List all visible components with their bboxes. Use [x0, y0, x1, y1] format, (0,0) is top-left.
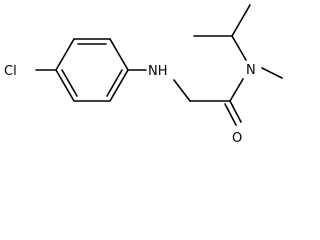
bond-carbonyl-o [229, 100, 242, 123]
ring-bond-5-inner [61, 69, 78, 97]
ring-bond-2 [109, 38, 129, 71]
bond-n-methyl [261, 67, 283, 79]
ring-bond-3-inner [106, 69, 123, 97]
bond-n-isopropyl [231, 35, 247, 61]
amide-nitrogen-label: N [246, 63, 256, 78]
ring-bond-5 [55, 69, 75, 102]
carbonyl-oxygen-label: O [232, 131, 242, 146]
amine-label: NH [148, 64, 168, 79]
ring-bond-6 [55, 38, 75, 71]
chlorine-label: Cl [4, 64, 17, 79]
bond-nh-ch2 [173, 79, 191, 102]
bond-isopropyl-methyl-right [231, 4, 251, 37]
bond-carbonyl-n [229, 78, 244, 102]
chemical-structure: Cl NH N O [4, 4, 283, 146]
bond-carbonyl-o-second [224, 103, 237, 126]
benzene-ring [55, 38, 129, 102]
ring-bond-3 [109, 69, 129, 102]
